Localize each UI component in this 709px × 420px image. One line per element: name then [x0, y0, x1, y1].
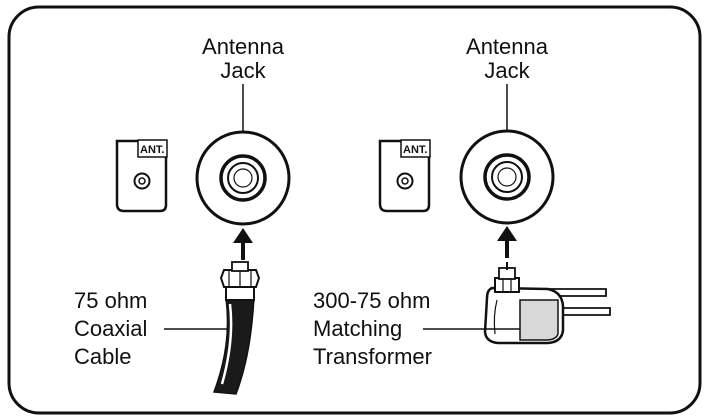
right-jack-label-line2: Jack [484, 58, 530, 83]
left-connector-label-line1: 75 ohm [74, 288, 147, 313]
left-connector-label-line3: Cable [74, 344, 131, 369]
left-ant-port-label: ANT. [140, 144, 164, 156]
right-panel: Antenna Jack ANT. [313, 34, 611, 369]
right-connector-label-line3: Transformer [313, 344, 432, 369]
right-ant-port-label: ANT. [403, 144, 427, 156]
right-connector-label-line2: Matching [313, 316, 402, 341]
left-antenna-jack-icon [195, 130, 291, 226]
left-jack-label-line2: Jack [220, 58, 266, 83]
left-ant-port-icon: ANT. [115, 139, 168, 213]
left-panel: Antenna Jack ANT. [74, 34, 291, 395]
right-ant-port-icon: ANT. [378, 139, 431, 213]
coaxial-cable-icon [212, 261, 261, 395]
left-connect-arrow-icon [233, 228, 253, 260]
left-jack-label-line1: Antenna [202, 34, 285, 59]
left-connector-label-line2: Coaxial [74, 316, 147, 341]
right-connector-label-line1: 300-75 ohm [313, 288, 430, 313]
right-jack-label-line1: Antenna [466, 34, 549, 59]
right-antenna-jack-icon [459, 129, 555, 225]
right-connect-arrow-icon [497, 226, 517, 258]
